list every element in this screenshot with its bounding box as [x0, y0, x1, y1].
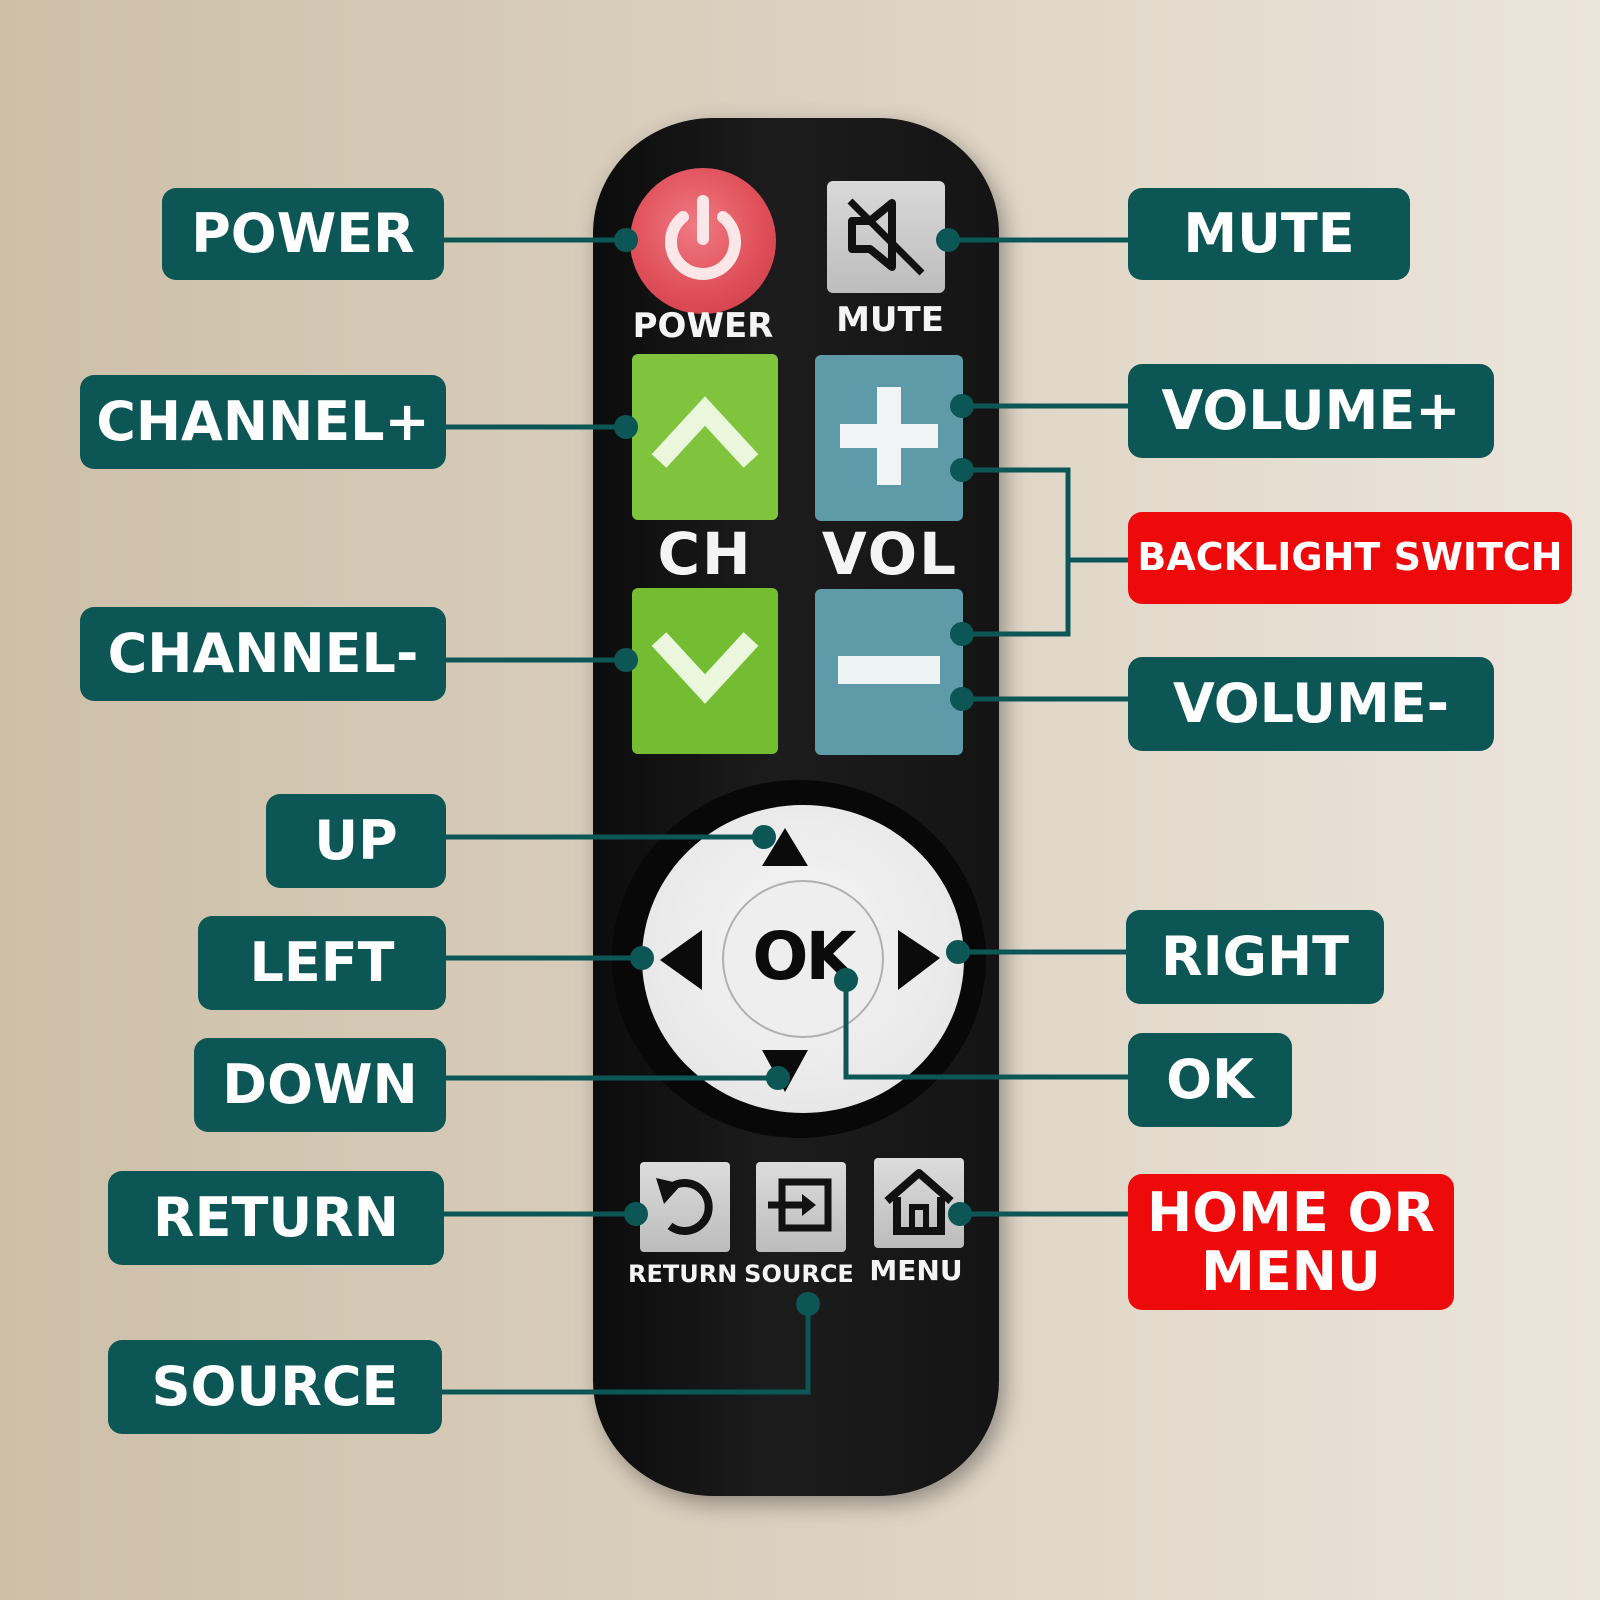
power-key-label: POWER — [632, 306, 774, 346]
home-button[interactable] — [874, 1158, 964, 1248]
menu-key-label: MENU — [869, 1254, 963, 1287]
callout-channel-up: CHANNEL+ — [80, 375, 446, 469]
callout-left: LEFT — [198, 916, 446, 1010]
return-key-label: RETURN — [628, 1260, 738, 1288]
callout-ok: OK — [1128, 1033, 1292, 1127]
channel-down-button[interactable] — [632, 588, 778, 754]
callout-down: DOWN — [194, 1038, 446, 1132]
callout-power: POWER — [162, 188, 444, 280]
callout-channel-down: CHANNEL- — [80, 607, 446, 701]
callout-up: UP — [266, 794, 446, 888]
source-button[interactable] — [756, 1162, 846, 1252]
callout-return: RETURN — [108, 1171, 444, 1265]
source-key-label: SOURCE — [744, 1260, 854, 1288]
power-icon — [653, 189, 753, 293]
vol-label: VOL — [821, 520, 959, 588]
callout-mute: MUTE — [1128, 188, 1410, 280]
ch-label: CH — [657, 520, 753, 588]
return-button[interactable] — [640, 1162, 730, 1252]
volume-down-button[interactable] — [815, 589, 963, 755]
return-arrow-icon — [648, 1168, 722, 1246]
speaker-mute-icon — [838, 187, 934, 287]
callout-home-or-menu: HOME OR MENU — [1128, 1174, 1454, 1310]
callout-right: RIGHT — [1126, 910, 1384, 1004]
ok-key-label: OK — [752, 918, 856, 995]
home-icon — [881, 1163, 957, 1243]
channel-up-button[interactable] — [632, 354, 778, 520]
callout-source: SOURCE — [108, 1340, 442, 1434]
callout-backlight-switch: BACKLIGHT SWITCH — [1128, 512, 1572, 604]
callout-volume-up: VOLUME+ — [1128, 364, 1494, 458]
input-source-icon — [764, 1168, 838, 1246]
chevron-up-icon — [645, 375, 765, 499]
mute-key-label: MUTE — [836, 300, 944, 340]
plus-icon — [834, 381, 944, 495]
mute-button[interactable] — [827, 181, 945, 293]
chevron-down-icon — [645, 609, 765, 733]
callout-volume-down: VOLUME- — [1128, 657, 1494, 751]
volume-up-button[interactable] — [815, 355, 963, 521]
power-button[interactable] — [630, 168, 776, 314]
minus-icon — [834, 650, 944, 694]
